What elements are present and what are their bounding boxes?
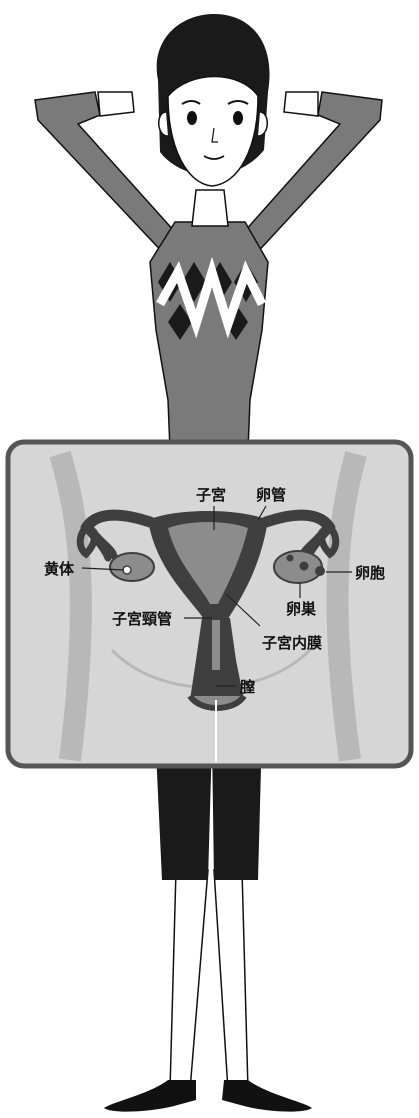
left-eye xyxy=(187,111,197,125)
follicle-dot xyxy=(300,562,309,571)
label-endometrium: 子宮内膜 xyxy=(262,634,322,652)
left-hand xyxy=(98,92,134,116)
head xyxy=(157,14,270,226)
right-hand xyxy=(284,92,318,116)
neck xyxy=(192,190,228,226)
sweater-body xyxy=(150,222,268,450)
label-cervical-canal: 子宮頸管 xyxy=(112,610,172,628)
label-fallopian-tube: 卵管 xyxy=(256,486,286,504)
ovary-right xyxy=(274,551,322,583)
label-corpus-luteum: 黄体 xyxy=(44,560,75,578)
label-uterus: 子宮 xyxy=(196,486,226,504)
legs xyxy=(104,870,312,1112)
right-eye xyxy=(233,111,243,125)
label-follicle: 卵胞 xyxy=(355,564,385,582)
follicle-dot xyxy=(315,566,325,576)
label-vagina: 膣 xyxy=(240,678,255,696)
right-leg xyxy=(214,870,248,1090)
corpus-luteum-mark xyxy=(123,566,131,574)
left-arm xyxy=(35,92,175,258)
ovary-left xyxy=(110,553,154,581)
follicle-dot xyxy=(287,555,294,562)
label-ovary: 卵巣 xyxy=(286,600,317,618)
sweater xyxy=(150,222,268,450)
left-shoe xyxy=(104,1080,196,1112)
cervical-canal xyxy=(212,620,220,670)
anatomy-panel: 子宮 卵管 黄体 卵胞 卵巣 子宮頸管 子宮内膜 膣 xyxy=(8,442,411,766)
right-shoe xyxy=(222,1080,312,1112)
left-leg xyxy=(170,870,208,1090)
